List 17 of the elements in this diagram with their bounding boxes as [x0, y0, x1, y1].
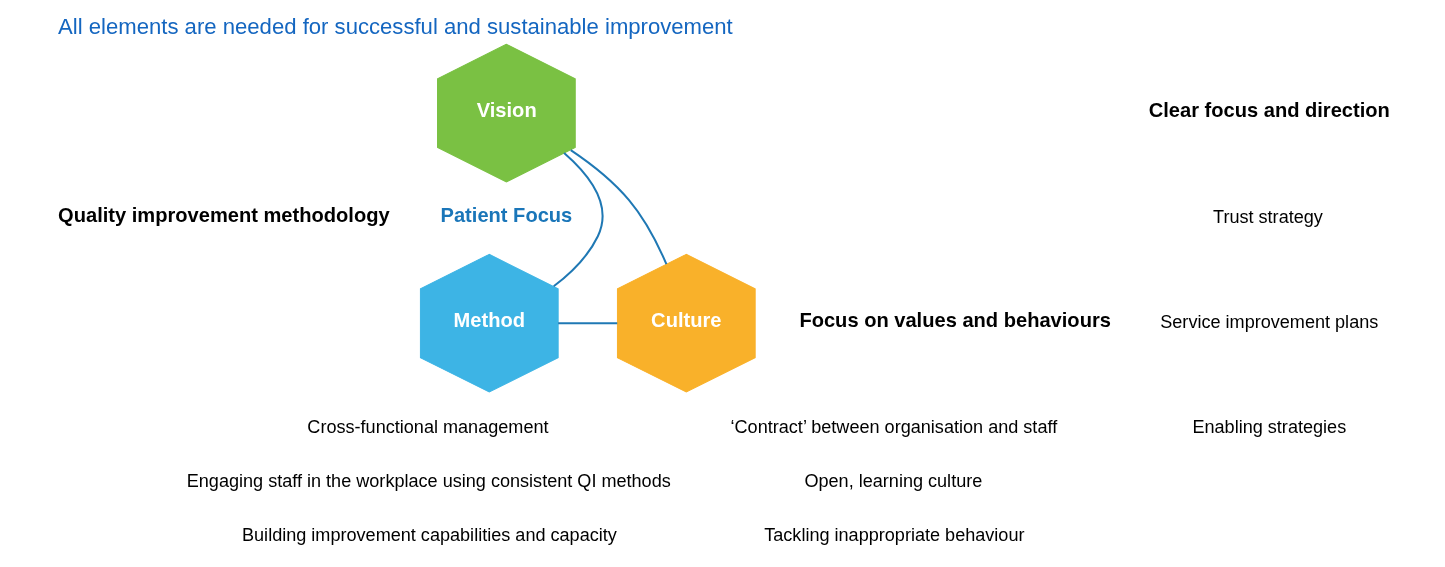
- label: Focus on values and behaviours: [798, 309, 1111, 332]
- label: Cross-functional management: [306, 416, 549, 437]
- label: Engaging staff in the workplace using consistent QI methods: [186, 470, 671, 491]
- label: Trust strategy: [1212, 206, 1323, 227]
- label: Tackling inappropriate behaviour: [763, 525, 1025, 546]
- connector: [552, 152, 603, 288]
- label: Enabling strategies: [1191, 416, 1346, 437]
- label: Open, learning culture: [803, 470, 982, 491]
- label: Quality improvement methodology: [57, 204, 390, 227]
- connector: [569, 149, 667, 265]
- label: Patient Focus: [440, 204, 572, 227]
- connector: [557, 322, 617, 325]
- label: Clear focus and direction: [1148, 99, 1390, 122]
- label: ‘Contract’ between organisation and staff: [730, 416, 1057, 437]
- label: Service improvement plans: [1159, 311, 1378, 332]
- diagram-title: All elements are needed for successful and sustainable improvement: [57, 13, 733, 39]
- label: Building improvement capabilities and capacity: [241, 525, 617, 546]
